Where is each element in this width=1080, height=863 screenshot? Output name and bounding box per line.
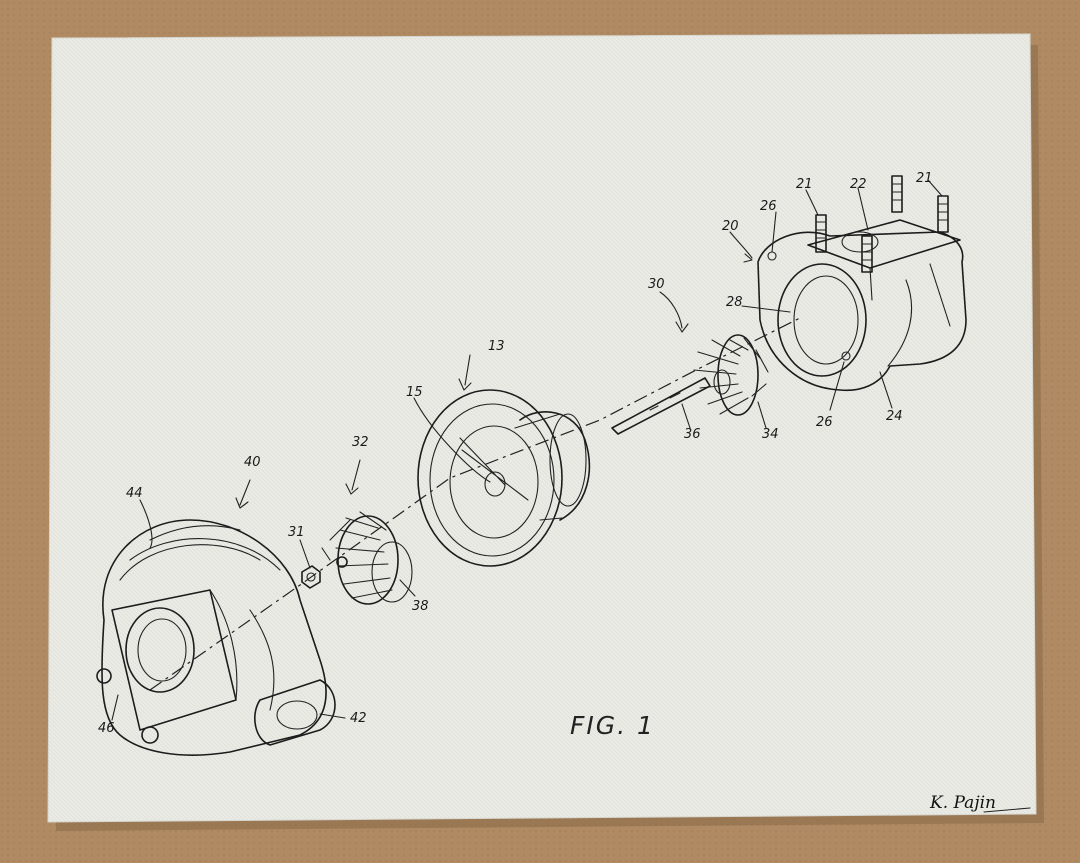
assembly-axis-line	[149, 317, 801, 691]
label-30: 30	[648, 277, 665, 292]
label-24: 24	[886, 409, 903, 424]
leader-lines	[111, 179, 943, 721]
artist-signature: K. Pajin	[929, 793, 1031, 813]
label-32: 32	[352, 435, 369, 450]
signature-text: K. Pajin	[929, 793, 996, 813]
label-28: 28	[726, 295, 743, 310]
label-36: 36	[684, 427, 701, 442]
turbine-housing-20	[757, 175, 967, 392]
backplate-13	[417, 389, 591, 567]
label-21-right: 21	[916, 171, 933, 186]
compressor-housing-40	[96, 519, 336, 756]
label-38: 38	[412, 599, 429, 614]
label-21-left: 21	[796, 177, 813, 192]
label-40: 40	[244, 455, 261, 470]
label-26-bottom: 26	[816, 415, 833, 430]
label-15: 15	[406, 385, 423, 400]
compressor-wheel-32	[321, 511, 413, 605]
shaft-and-turbine-wheel-30	[611, 334, 769, 435]
label-31: 31	[288, 525, 305, 540]
label-20: 20	[722, 219, 739, 234]
reference-labels: 40 44 31 32 38 42 46 13 15 30 36 34 20 2…	[98, 171, 933, 736]
label-26-top: 26	[760, 199, 777, 214]
label-13: 13	[488, 339, 505, 354]
label-22: 22	[850, 177, 867, 192]
label-46: 46	[98, 721, 115, 736]
nut-31	[301, 565, 321, 589]
label-42: 42	[350, 711, 367, 726]
label-34: 34	[762, 427, 779, 442]
canvas-panel	[47, 33, 1044, 831]
figure-title: FIG. 1	[570, 711, 655, 740]
label-44: 44	[126, 486, 143, 501]
